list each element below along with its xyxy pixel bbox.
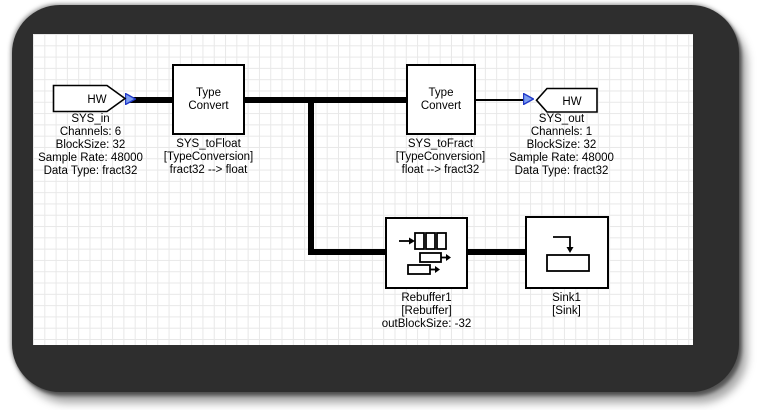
- sys-in-datatype: Data Type: fract32: [43, 165, 138, 177]
- sys-in-name: SYS_in: [71, 113, 110, 125]
- tofloat-name: SYS_toFloat: [176, 138, 241, 150]
- tofract-label-line1: Type: [428, 86, 454, 99]
- block-rebuffer1[interactable]: [385, 217, 468, 289]
- wire-branch-vertical[interactable]: [308, 97, 314, 255]
- diagram-canvas[interactable]: [33, 34, 693, 345]
- wire-tofract-to-sysout[interactable]: [474, 99, 526, 101]
- port-sysout-input[interactable]: [523, 93, 534, 105]
- sys-out-channels: Channels: 1: [530, 126, 593, 138]
- tofract-type: [TypeConversion]: [395, 151, 486, 163]
- sys-out-blocksize: BlockSize: 32: [526, 139, 597, 151]
- tofract-detail: float --> fract32: [401, 164, 480, 176]
- sys-out-samplerate: Sample Rate: 48000: [509, 152, 614, 164]
- wire-tofloat-to-tofract[interactable]: [244, 97, 412, 103]
- rebuffer-icon: [399, 232, 451, 275]
- tofloat-label-line2: Convert: [188, 99, 229, 112]
- sys-in-channels: Channels: 6: [59, 126, 122, 138]
- block-sys-in[interactable]: HW: [52, 84, 128, 114]
- hw-in-tag: HW: [87, 94, 106, 106]
- sink-name: Sink1: [552, 292, 581, 304]
- sys-in-samplerate: Sample Rate: 48000: [38, 152, 143, 164]
- sink-icon: [546, 236, 590, 272]
- block-sink1[interactable]: [525, 216, 609, 289]
- label-sys-tofloat: SYS_toFloat [TypeConversion] fract32 -->…: [136, 138, 281, 177]
- block-sys-out[interactable]: HW: [535, 87, 599, 114]
- sys-out-name: SYS_out: [538, 113, 585, 125]
- tofract-name: SYS_toFract: [407, 138, 474, 150]
- block-sys-tofract[interactable]: Type Convert: [406, 64, 476, 135]
- rebuffer-type: [Rebuffer]: [401, 305, 452, 317]
- sink-type: [Sink]: [552, 305, 581, 317]
- label-sys-tofract: SYS_toFract [TypeConversion] float --> f…: [368, 138, 513, 177]
- sys-out-datatype: Data Type: fract32: [514, 165, 609, 177]
- tofloat-label-line1: Type: [196, 86, 221, 99]
- rebuffer-name: Rebuffer1: [401, 292, 452, 304]
- block-sys-tofloat[interactable]: Type Convert: [172, 64, 245, 135]
- wire-branch-to-rebuffer[interactable]: [308, 249, 390, 255]
- label-sink1: Sink1 [Sink]: [494, 292, 639, 318]
- label-rebuffer1: Rebuffer1 [Rebuffer] outBlockSize: -32: [354, 292, 499, 331]
- wire-rebuffer-to-sink[interactable]: [464, 249, 530, 255]
- tofloat-type: [TypeConversion]: [163, 151, 254, 163]
- wire-sysin-to-tofloat[interactable]: [129, 97, 175, 103]
- tofloat-detail: fract32 --> float: [169, 164, 248, 176]
- label-sys-in: SYS_in Channels: 6 BlockSize: 32 Sample …: [18, 113, 163, 178]
- hw-out-tag: HW: [562, 96, 581, 108]
- rebuffer-detail: outBlockSize: -32: [381, 318, 472, 330]
- label-sys-out: SYS_out Channels: 1 BlockSize: 32 Sample…: [489, 113, 634, 178]
- tofract-label-line2: Convert: [420, 99, 462, 112]
- sys-in-blocksize: BlockSize: 32: [55, 139, 126, 151]
